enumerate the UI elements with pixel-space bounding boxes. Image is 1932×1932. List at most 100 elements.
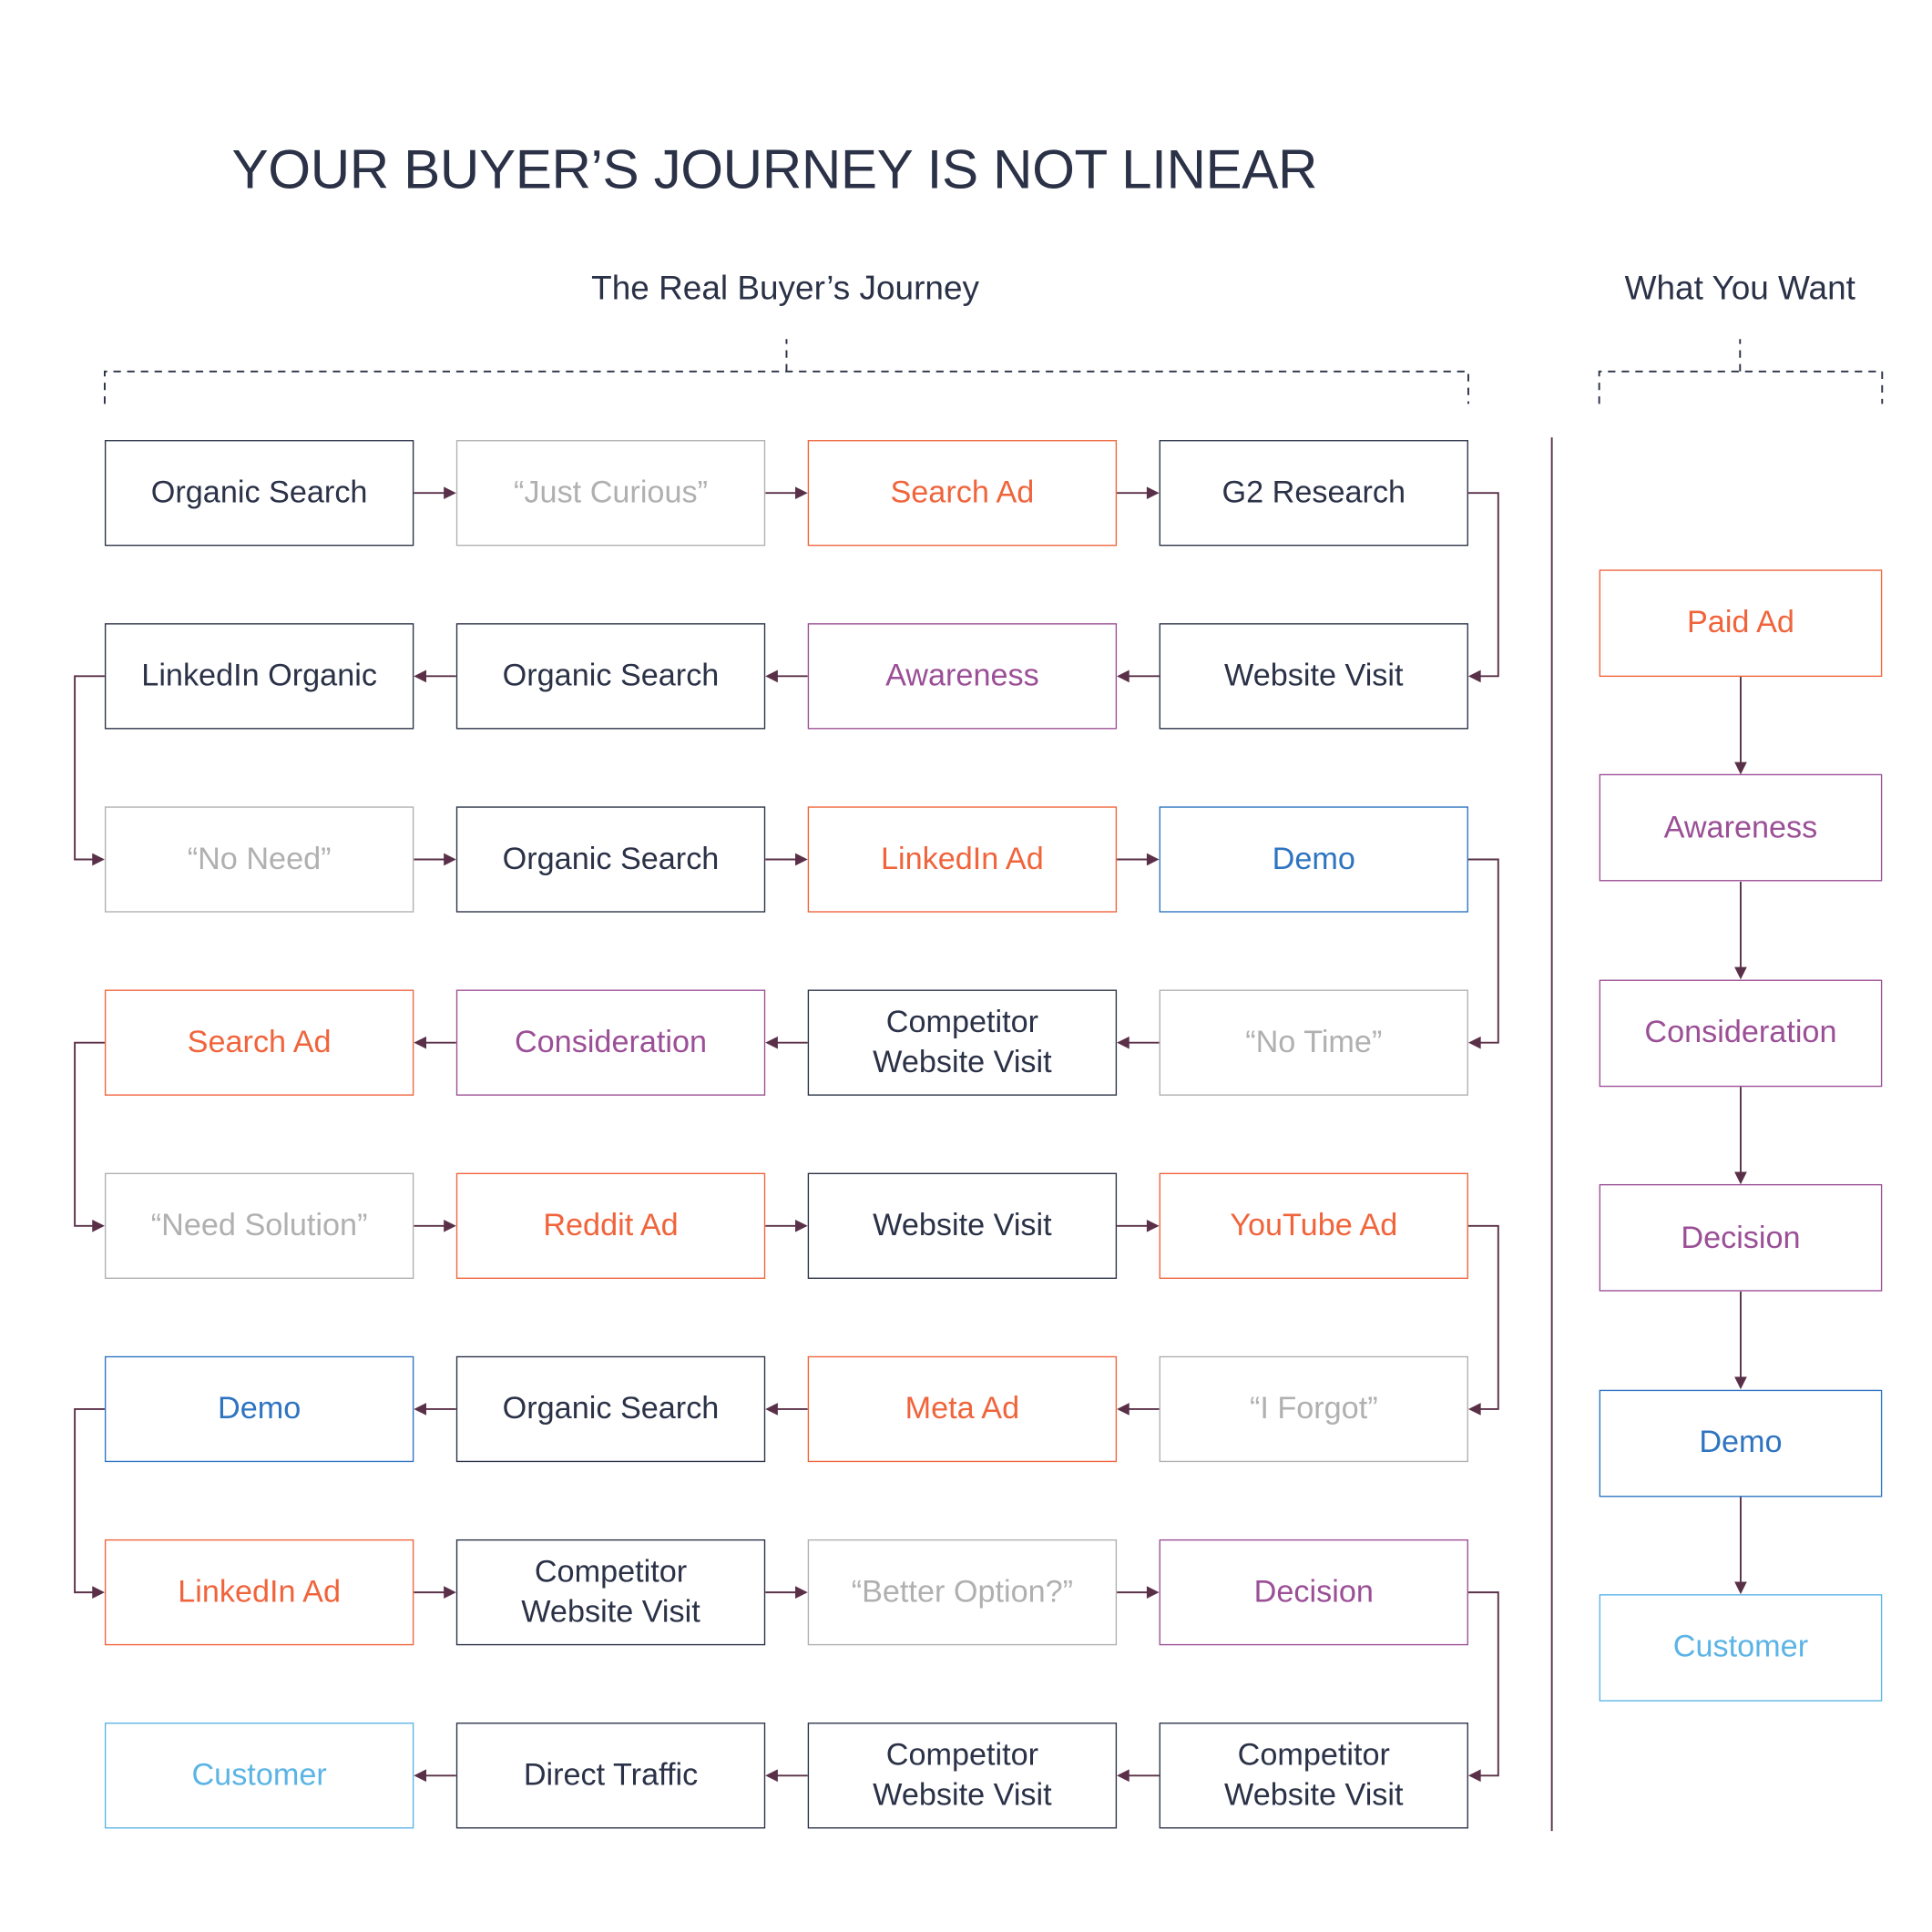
box-label: Organic Search (502, 841, 720, 876)
step-box-organic-search: Organic Search (455, 623, 766, 730)
arrowhead (795, 1586, 808, 1599)
ideal-journey-bracket (1598, 339, 1884, 404)
box-label: LinkedIn Organic (141, 658, 377, 693)
box-label: “Better Option?” (851, 1574, 1074, 1610)
box-label: Decision (1681, 1220, 1801, 1255)
arrowhead (444, 486, 456, 500)
arrowhead (765, 670, 778, 683)
step-box-linkedin-ad: LinkedIn Ad (807, 806, 1118, 913)
row-connector (1467, 1224, 1499, 1410)
arrowhead (414, 670, 426, 683)
arrowhead (1734, 966, 1747, 980)
box-label: Competitor Website Visit (1224, 1737, 1404, 1812)
box-label: YouTube Ad (1230, 1207, 1398, 1243)
box-label: “I Forgot” (1249, 1390, 1378, 1426)
real-journey-bracket (103, 339, 1469, 404)
arrowhead (795, 1219, 808, 1232)
arrowhead (795, 486, 808, 500)
arrowhead (1734, 1581, 1747, 1595)
step-box-need-solution: “Need Solution” (104, 1172, 414, 1279)
step-box-organic-search: Organic Search (455, 806, 766, 913)
step-box-no-need: “No Need” (104, 806, 414, 913)
step-box-search-ad: Search Ad (104, 989, 414, 1096)
real-journey-heading: The Real Buyer’s Journey (591, 269, 979, 307)
box-label: Customer (191, 1757, 327, 1793)
arrowhead (1467, 1769, 1481, 1783)
arrowhead (1117, 670, 1130, 683)
box-label: Organic Search (502, 1390, 720, 1426)
box-label: Competitor Website Visit (873, 1005, 1052, 1079)
row-connector (74, 675, 105, 861)
step-box-g2-research: G2 Research (1159, 440, 1468, 547)
arrowhead (1146, 853, 1160, 866)
box-label: Demo (1699, 1425, 1783, 1460)
box-label: “Need Solution” (150, 1207, 368, 1243)
box-label: Search Ad (890, 475, 1035, 510)
box-label: Competitor Website Visit (873, 1737, 1052, 1812)
step-box-consideration: Consideration (455, 989, 766, 1096)
step-box-competitor-website-visit: Competitor Website Visit (455, 1538, 766, 1646)
arrowhead (444, 1219, 456, 1232)
step-box-demo: Demo (1159, 806, 1468, 913)
box-label: “Just Curious” (514, 475, 708, 510)
box-label: Direct Traffic (523, 1757, 699, 1793)
row-connector (1467, 858, 1499, 1044)
box-label: Organic Search (502, 658, 720, 693)
step-box-decision: Decision (1159, 1538, 1468, 1646)
step-box-organic-search: Organic Search (455, 1355, 766, 1463)
step-box-youtube-ad: YouTube Ad (1159, 1172, 1468, 1279)
step-box-no-time: “No Time” (1159, 989, 1468, 1096)
arrowhead (1117, 1403, 1130, 1416)
box-label: Meta Ad (905, 1390, 1020, 1426)
arrowhead (414, 1769, 426, 1783)
step-box-meta-ad: Meta Ad (807, 1355, 1118, 1463)
arrowhead (414, 1403, 426, 1416)
ideal-step-awareness: Awareness (1599, 774, 1883, 882)
step-box-demo: Demo (104, 1355, 414, 1463)
box-label: Demo (1272, 841, 1355, 876)
box-label: Consideration (514, 1024, 708, 1059)
arrowhead (1734, 762, 1747, 775)
step-box-i-forgot: “I Forgot” (1159, 1355, 1468, 1463)
box-label: Website Visit (873, 1207, 1052, 1243)
box-label: Demo (217, 1390, 302, 1426)
arrowhead (1734, 1171, 1747, 1185)
step-box-competitor-website-visit: Competitor Website Visit (807, 989, 1118, 1096)
arrowhead (765, 1403, 778, 1416)
arrowhead (1146, 486, 1160, 500)
page-title: YOUR BUYER’S JOURNEY IS NOT LINEAR (231, 139, 1318, 201)
row-connector (1467, 1591, 1499, 1777)
arrowhead (92, 1586, 105, 1599)
box-label: Decision (1253, 1574, 1374, 1610)
arrowhead (92, 1219, 105, 1232)
arrowhead (795, 853, 808, 866)
arrowhead (1467, 1403, 1481, 1416)
step-box-website-visit: Website Visit (1159, 623, 1468, 730)
box-label: Website Visit (1224, 658, 1404, 693)
arrowhead (414, 1036, 426, 1049)
ideal-step-decision: Decision (1599, 1184, 1883, 1292)
arrowhead (92, 853, 105, 866)
arrowhead (1117, 1036, 1130, 1049)
arrowhead (765, 1769, 778, 1783)
box-label: LinkedIn Ad (880, 841, 1044, 876)
step-box-competitor-website-visit: Competitor Website Visit (1159, 1722, 1468, 1829)
box-label: G2 Research (1222, 475, 1406, 510)
arrowhead (1146, 1219, 1160, 1232)
box-label: LinkedIn Ad (178, 1574, 342, 1610)
step-box-linkedin-ad: LinkedIn Ad (104, 1538, 414, 1646)
row-connector (74, 1408, 105, 1594)
step-box-reddit-ad: Reddit Ad (455, 1172, 766, 1279)
box-label: Paid Ad (1686, 605, 1794, 640)
box-label: “No Need” (187, 841, 332, 876)
box-label: Customer (1672, 1629, 1809, 1665)
ideal-step-demo: Demo (1599, 1389, 1883, 1497)
ideal-step-consideration: Consideration (1599, 979, 1883, 1087)
step-box-search-ad: Search Ad (807, 440, 1118, 547)
arrowhead (1734, 1376, 1747, 1390)
step-box-better-option: “Better Option?” (807, 1538, 1118, 1646)
step-box-website-visit: Website Visit (807, 1172, 1118, 1279)
ideal-step-customer: Customer (1599, 1594, 1883, 1702)
